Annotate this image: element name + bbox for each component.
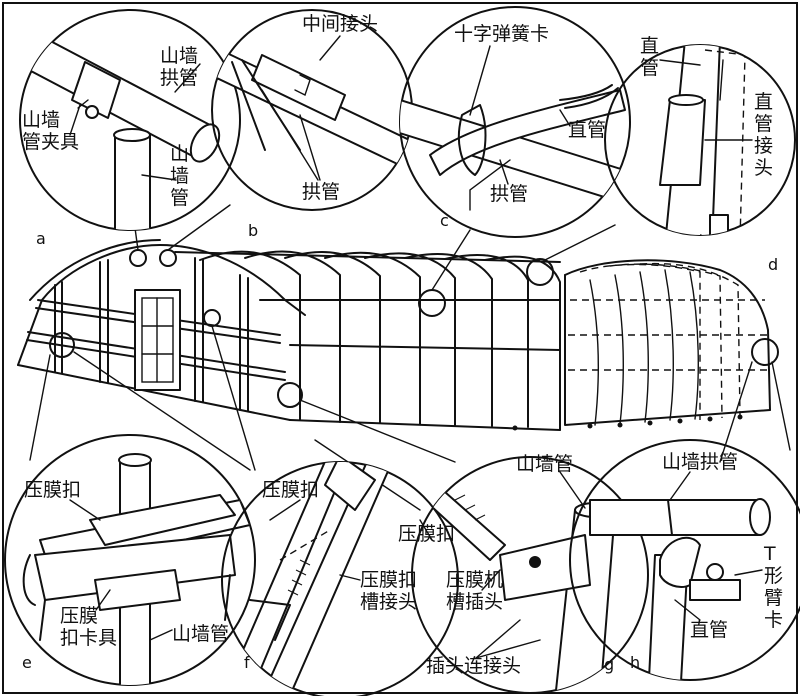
tunnel-arches — [199, 250, 561, 431]
label-a-gable-arch: 山墙拱管 — [160, 45, 198, 89]
label-g-gable-pipe: 山墙管 — [516, 453, 573, 475]
letter-g: g — [604, 655, 614, 674]
label-d-straight: 直管 — [640, 35, 659, 79]
labels: 山墙拱管 山墙管夹具 山墙管 中间接头 拱管 十字弹簧卡 直管 拱管 直管 直管… — [22, 13, 783, 677]
gable-arch-inner — [29, 239, 161, 301]
label-leaders — [69, 35, 763, 659]
gable-base — [17, 364, 291, 421]
detail-h — [569, 439, 800, 681]
gable-arch-outline — [17, 244, 306, 366]
label-a-clamp: 山墙管夹具 — [22, 109, 79, 153]
longitudinal-pipes — [174, 251, 561, 351]
label-g-machine-plug: 压膜机槽插头 — [446, 569, 503, 613]
detail-b — [211, 9, 413, 211]
label-h-gable-arch: 山墙拱管 — [662, 451, 738, 473]
label-a-gable-pipe: 山墙管 — [170, 143, 189, 209]
gable-door — [134, 289, 181, 391]
label-f-slot-joint: 压膜扣槽接头 — [360, 569, 417, 613]
label-h-straight: 直管 — [690, 619, 728, 641]
label-b-arch: 拱管 — [302, 181, 340, 203]
label-c-cross-clip: 十字弹簧卡 — [454, 23, 549, 45]
detail-a — [19, 9, 241, 231]
letter-h: h — [630, 653, 640, 672]
detail-e — [4, 434, 256, 686]
callout-leaders — [29, 204, 791, 511]
letter-b: b — [248, 221, 258, 240]
covered-section — [564, 259, 771, 426]
detail-d — [604, 44, 796, 236]
label-d-joint: 直管接头 — [754, 91, 773, 179]
letter-e: e — [22, 653, 32, 672]
label-c-arch: 拱管 — [490, 183, 528, 205]
label-e-gable-pipe: 山墙管 — [172, 623, 229, 645]
label-e-clamp: 压膜扣卡具 — [60, 605, 117, 649]
label-f-film-buckle: 压膜扣 — [262, 479, 319, 501]
letter-c: c — [440, 211, 449, 230]
side-base — [289, 419, 561, 431]
label-mid-film-buckle: 压膜扣 — [398, 523, 455, 545]
detail-f — [221, 461, 459, 699]
label-e-film-buckle: 压膜扣 — [24, 479, 81, 501]
letter-f: f — [244, 653, 250, 672]
label-g-plug-connector: 插头连接头 — [426, 655, 521, 677]
anchor-dots — [512, 414, 743, 431]
greenhouse-main — [17, 204, 791, 511]
letter-d: d — [768, 255, 778, 274]
label-c-straight: 直管 — [568, 119, 606, 141]
label-b-middle-joint: 中间接头 — [302, 13, 378, 35]
detail-c — [399, 6, 631, 238]
letter-a: a — [36, 229, 46, 248]
